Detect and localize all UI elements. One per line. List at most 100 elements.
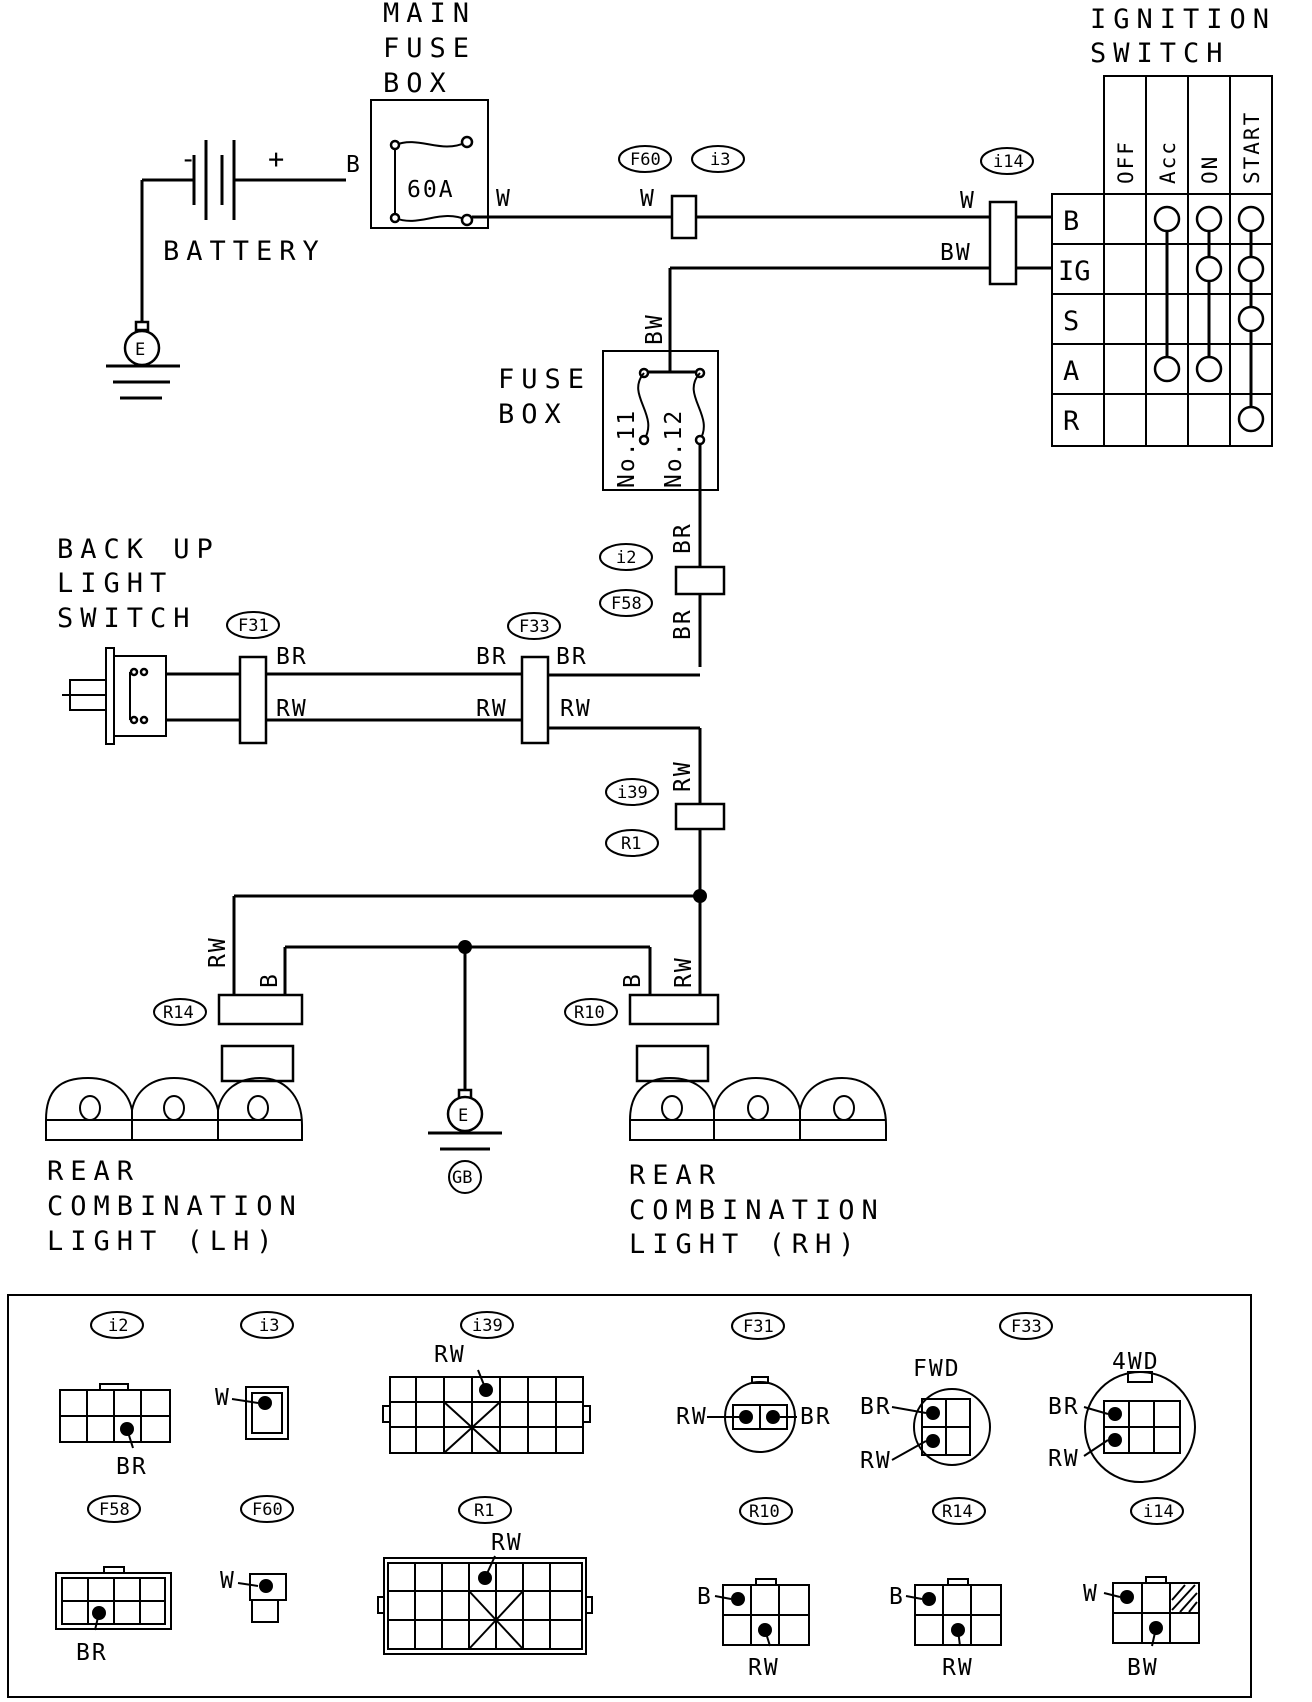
- wire-label-rw-4: RW: [670, 760, 696, 792]
- battery-label: BATTERY: [163, 236, 326, 267]
- legend-r1: R1 RW: [377, 1496, 593, 1655]
- tag-r1: R1: [605, 829, 659, 857]
- tag-f60: F60: [618, 145, 672, 173]
- tag-f58: F58: [599, 589, 653, 617]
- connector-i14: [988, 200, 1018, 286]
- svg-text:i3: i3: [710, 150, 730, 170]
- tag-f33: F33: [507, 612, 561, 640]
- ign-pos-acc: Acc: [1156, 140, 1180, 184]
- svg-text:i39: i39: [617, 783, 648, 803]
- main-fuse-box: MAIN FUSE BOX 60A: [370, 0, 489, 229]
- connector-legend-panel: [7, 1294, 1252, 1698]
- svg-text:i39: i39: [472, 1316, 503, 1336]
- rear-lh-label-1: REAR: [47, 1156, 140, 1187]
- wire-label-rw-5: RW: [205, 936, 231, 968]
- center-ground-e: E: [458, 1106, 468, 1126]
- rear-rh-label-2: COMBINATION: [629, 1195, 885, 1226]
- ign-pos-off: OFF: [1114, 140, 1138, 184]
- rear-rh-label-3: LIGHT (RH): [629, 1229, 862, 1260]
- tag-f31: F31: [226, 611, 280, 639]
- legend-f33-fwd-rw: RW: [860, 1448, 892, 1474]
- svg-text:F60: F60: [252, 1500, 283, 1520]
- tag-i2: i2: [599, 543, 653, 571]
- fuse-box-label-2: BOX: [498, 399, 568, 430]
- legend-i2: i2 BR: [59, 1311, 171, 1480]
- legend-r10: R10 B RW: [697, 1497, 810, 1681]
- ground-code: GB: [452, 1168, 472, 1188]
- ground-symbol-label: E: [135, 340, 145, 360]
- svg-text:i3: i3: [259, 1316, 279, 1336]
- connector-i39-r1: [674, 802, 726, 831]
- svg-text:F31: F31: [743, 1317, 774, 1337]
- fuse-no-11: No.11: [614, 409, 640, 488]
- wire-label-b-2: B: [257, 972, 283, 988]
- rear-combination-light-lh: REAR COMBINATION LIGHT (LH): [45, 993, 304, 1257]
- legend-f33-fwd-br: BR: [860, 1394, 892, 1420]
- ign-term-r: R: [1063, 406, 1080, 437]
- legend-i39: i39 RW: [382, 1311, 591, 1454]
- tag-r14: R14: [153, 998, 207, 1026]
- fuse-box-label-1: FUSE: [498, 364, 591, 395]
- tag-i14: i14: [980, 147, 1034, 175]
- ignition-switch-label-1: IGNITION: [1090, 4, 1276, 35]
- rear-lh-label-3: LIGHT (LH): [47, 1226, 280, 1257]
- legend-r14-rw: RW: [942, 1655, 974, 1681]
- wire-label-rw-6: RW: [671, 956, 697, 988]
- wire-label-br-2: BR: [670, 608, 696, 640]
- wire-label-br-4: BR: [476, 644, 508, 670]
- svg-text:F33: F33: [519, 617, 550, 637]
- legend-f33-4wd-rw: RW: [1048, 1446, 1080, 1472]
- wire-label-br-1: BR: [670, 522, 696, 554]
- battery: - + BATTERY: [142, 140, 346, 267]
- legend-f33-4wd: 4WD: [1112, 1349, 1160, 1375]
- legend-f58: F58 BR: [55, 1495, 172, 1666]
- wire-label-br-5: BR: [556, 644, 588, 670]
- legend-i14: i14 W BW: [1083, 1497, 1200, 1681]
- connector-f60-i3: [670, 194, 698, 240]
- main-fuse-rating: 60A: [407, 177, 455, 203]
- legend-f60: F60 W: [220, 1495, 294, 1623]
- svg-text:F58: F58: [611, 594, 642, 614]
- wire-label-br-3: BR: [276, 644, 308, 670]
- ignition-switch: IGNITION SWITCH OFF Acc ON START B IG S …: [1051, 4, 1276, 447]
- wire-label-rw-3: RW: [560, 696, 592, 722]
- wire-label-b-battery: B: [346, 152, 362, 178]
- svg-text:R1: R1: [474, 1501, 494, 1521]
- legend-f33: F33 FWD BR RW 4WD BR RW: [860, 1312, 1196, 1483]
- backup-switch-label-2: LIGHT: [57, 568, 173, 599]
- legend-f31-br: BR: [800, 1404, 832, 1430]
- rear-lh-label-2: COMBINATION: [47, 1191, 303, 1222]
- legend-f33-fwd: FWD: [913, 1356, 961, 1382]
- legend-f31-rw: RW: [676, 1404, 708, 1430]
- wire-label-w-1: W: [496, 186, 512, 212]
- connector-i2-f58: [674, 565, 726, 596]
- legend-i14-w: W: [1083, 1581, 1099, 1607]
- svg-text:F60: F60: [630, 150, 661, 170]
- legend-r14-b: B: [889, 1584, 905, 1610]
- backup-switch-label-1: BACK UP: [57, 534, 220, 565]
- legend-r14: R14 B RW: [889, 1497, 1002, 1681]
- battery-plus: +: [268, 144, 284, 175]
- wire-label-bw-2: BW: [642, 313, 668, 345]
- legend-f60-w: W: [220, 1568, 236, 1594]
- tag-r10: R10: [564, 998, 618, 1026]
- wire-label-b-3: B: [620, 972, 646, 988]
- svg-text:R10: R10: [749, 1502, 780, 1522]
- legend-i14-bw: BW: [1127, 1655, 1159, 1681]
- center-ground: E GB: [428, 1088, 502, 1194]
- tag-i39: i39: [605, 778, 659, 806]
- svg-text:R10: R10: [574, 1003, 605, 1023]
- backup-light-switch: BACK UP LIGHT SWITCH: [57, 534, 220, 745]
- main-fuse-box-label-2: FUSE: [383, 33, 476, 64]
- wire-label-w-3: W: [960, 188, 976, 214]
- svg-text:R1: R1: [621, 834, 641, 854]
- legend-f58-br: BR: [76, 1640, 108, 1666]
- legend-r10-b: B: [697, 1584, 713, 1610]
- battery-minus: -: [180, 144, 196, 175]
- ign-term-b: B: [1063, 206, 1079, 237]
- backup-switch-label-3: SWITCH: [57, 603, 197, 634]
- legend-f31: F31 RW BR: [676, 1312, 832, 1453]
- legend-i3-w: W: [215, 1385, 231, 1411]
- rear-combination-light-rh: REAR COMBINATION LIGHT (RH): [628, 993, 887, 1260]
- ign-term-s: S: [1063, 306, 1079, 337]
